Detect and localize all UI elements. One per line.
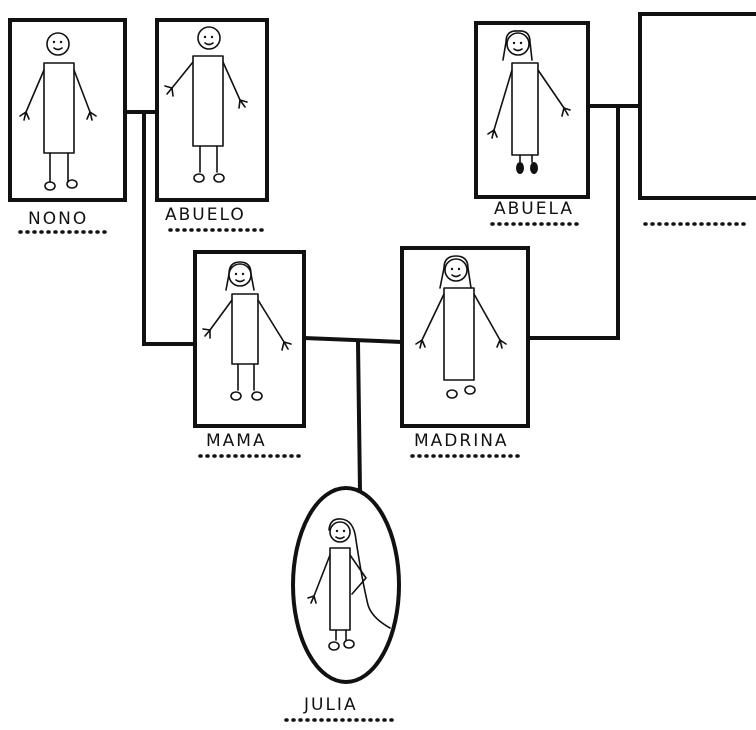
connector-lines bbox=[123, 104, 642, 494]
portrait-frame-abuelo bbox=[155, 18, 269, 202]
stick-figure-abuelo bbox=[164, 26, 248, 183]
portrait-frame-julia bbox=[291, 486, 401, 684]
member-mama: MAMA bbox=[193, 250, 306, 458]
label-abuela: ABUELA bbox=[494, 199, 574, 219]
member-nono: NONO bbox=[8, 18, 127, 234]
label-madrina: MADRINA bbox=[414, 431, 509, 451]
member-abuela: ABUELA bbox=[474, 21, 590, 226]
label-mama: MAMA bbox=[206, 431, 267, 451]
label-nono: NONO bbox=[28, 209, 88, 229]
label-abuelo: ABUELO bbox=[165, 205, 246, 225]
label-julia: JULIA bbox=[303, 695, 358, 715]
member-julia: JULIA bbox=[284, 486, 401, 722]
stick-figure-madrina bbox=[415, 255, 507, 399]
stick-figure-mama bbox=[202, 261, 292, 401]
portrait-frame-madrina bbox=[400, 246, 530, 428]
portrait-frame-empty bbox=[638, 12, 756, 200]
member-abuelo: ABUELO bbox=[155, 18, 269, 232]
stick-figure-nono bbox=[19, 32, 97, 191]
stick-figure-julia bbox=[307, 518, 391, 651]
portrait-frame-mama bbox=[193, 250, 306, 428]
member-madrina: MADRINA bbox=[400, 246, 530, 458]
member-unknown bbox=[638, 12, 756, 226]
stick-figure-abuela bbox=[487, 30, 571, 174]
